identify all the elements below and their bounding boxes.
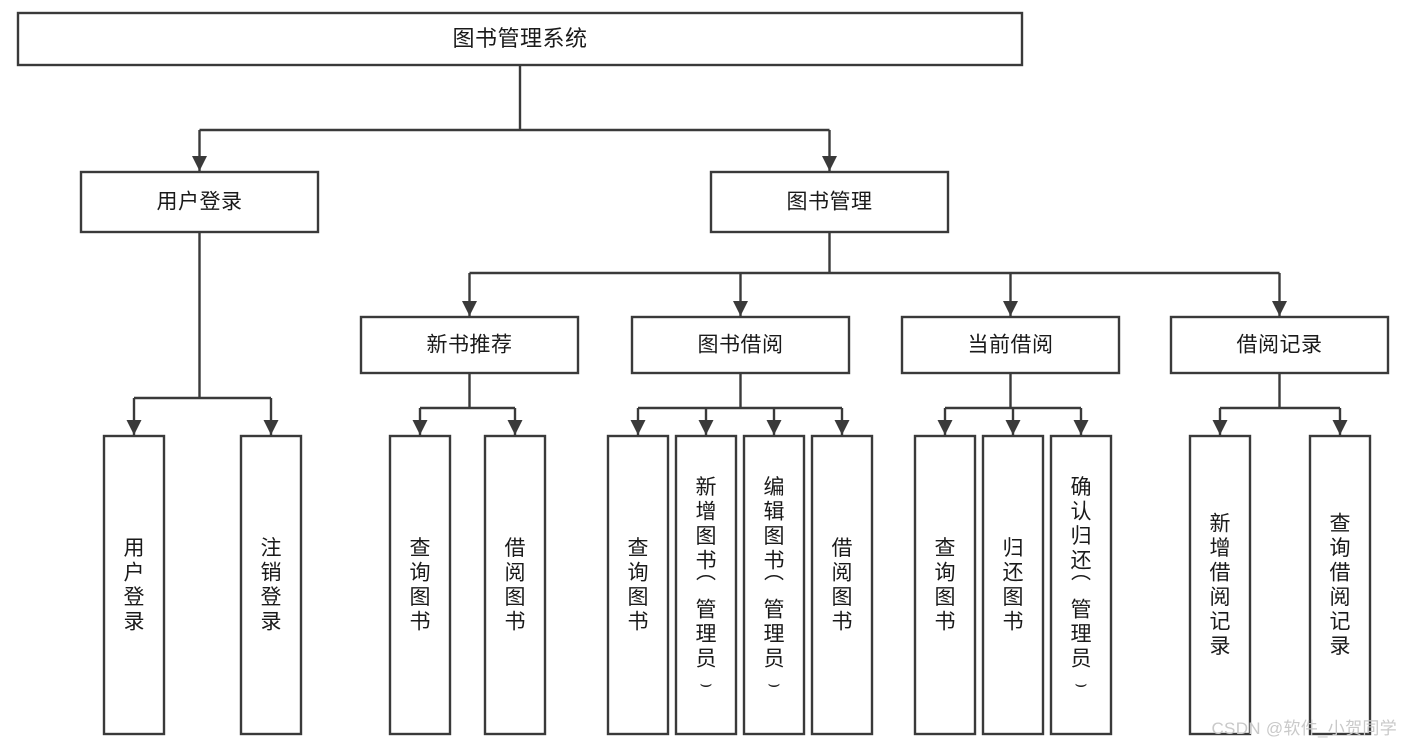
arrow-head-icon: [1212, 420, 1228, 435]
node-leaf-return-book[interactable]: 归还图书: [981, 434, 1045, 736]
arrow-head-icon: [1003, 301, 1018, 316]
node-book-manage[interactable]: 图书管理: [709, 170, 950, 234]
node-label-vertical: 查询图书: [935, 537, 956, 634]
arrow-head-icon: [412, 420, 428, 435]
node-new-book-rec[interactable]: 新书推荐: [359, 315, 580, 375]
node-layer: 图书管理系统用户登录图书管理新书推荐图书借阅当前借阅借阅记录用户登录注销登录查询…: [16, 11, 1390, 736]
watermark-label: CSDN @软件_小贺同学: [1211, 719, 1397, 738]
node-leaf-borrow-book-rec[interactable]: 借阅图书: [483, 434, 547, 736]
node-user-login[interactable]: 用户登录: [79, 170, 320, 234]
node-box: [674, 434, 738, 736]
arrow-head-icon: [1332, 420, 1348, 435]
node-box: [102, 434, 166, 736]
node-label-vertical: 归还图书: [1003, 537, 1024, 634]
node-leaf-edit-book[interactable]: 编辑图书⌒管理员⌣: [742, 434, 806, 736]
node-box: [483, 434, 547, 736]
node-box: [16, 11, 1024, 67]
arrow-head-icon: [733, 301, 748, 316]
node-label-vertical: 用户登录: [124, 537, 145, 634]
node-leaf-query-book[interactable]: 查询图书: [606, 434, 670, 736]
connector-layer: [126, 65, 1348, 435]
node-leaf-add-record[interactable]: 新增借阅记录: [1188, 434, 1252, 736]
node-leaf-confirm-return[interactable]: 确认归还⌒管理员⌣: [1049, 434, 1113, 736]
node-label-vertical: 查询图书: [410, 537, 431, 634]
node-box: [981, 434, 1045, 736]
node-label-vertical: 新增借阅记录: [1210, 513, 1231, 659]
node-box: [742, 434, 806, 736]
node-leaf-borrow-book[interactable]: 借阅图书: [810, 434, 874, 736]
node-label-vertical: 确认归还⌒管理员⌣: [1071, 476, 1092, 695]
node-leaf-user-login[interactable]: 用户登录: [102, 434, 166, 736]
node-box: [359, 315, 580, 375]
node-borrow-record[interactable]: 借阅记录: [1169, 315, 1390, 375]
node-box: [900, 315, 1121, 375]
node-label-vertical: 编辑图书⌒管理员⌣: [764, 476, 785, 695]
arrow-head-icon: [766, 420, 782, 435]
node-book-borrow[interactable]: 图书借阅: [630, 315, 851, 375]
node-root[interactable]: 图书管理系统: [16, 11, 1024, 67]
node-box: [709, 170, 950, 234]
node-label: 图书借阅: [698, 334, 784, 357]
node-label-vertical: 查询借阅记录: [1330, 513, 1351, 659]
node-label: 用户登录: [157, 191, 243, 214]
node-leaf-query-book-rec[interactable]: 查询图书: [388, 434, 452, 736]
node-box: [388, 434, 452, 736]
node-label-vertical: 注销登录: [261, 537, 282, 634]
arrow-head-icon: [507, 420, 523, 435]
node-label-vertical: 查询图书: [628, 537, 649, 634]
node-leaf-user-logout[interactable]: 注销登录: [239, 434, 303, 736]
node-label: 借阅记录: [1237, 334, 1323, 357]
arrow-head-icon: [1005, 420, 1021, 435]
arrow-head-icon: [263, 420, 279, 435]
arrow-head-icon: [822, 156, 837, 171]
arrow-head-icon: [630, 420, 646, 435]
node-box: [630, 315, 851, 375]
arrow-head-icon: [462, 301, 477, 316]
arrow-head-icon: [834, 420, 850, 435]
node-box: [810, 434, 874, 736]
node-label: 图书管理系统: [452, 26, 587, 51]
node-box: [1169, 315, 1390, 375]
arrow-head-icon: [698, 420, 714, 435]
node-current-borrow[interactable]: 当前借阅: [900, 315, 1121, 375]
node-label-vertical: 新增图书⌒管理员⌣: [696, 476, 717, 695]
node-label: 图书管理: [787, 191, 873, 214]
node-label-vertical: 借阅图书: [505, 537, 526, 634]
arrow-head-icon: [937, 420, 953, 435]
arrow-head-icon: [192, 156, 207, 171]
node-label: 新书推荐: [427, 334, 513, 357]
node-box: [606, 434, 670, 736]
node-box: [1308, 434, 1372, 736]
node-box: [79, 170, 320, 234]
node-label: 当前借阅: [968, 334, 1054, 357]
node-label-vertical: 借阅图书: [832, 537, 853, 634]
arrow-head-icon: [1073, 420, 1089, 435]
node-leaf-query-book-cur[interactable]: 查询图书: [913, 434, 977, 736]
node-box: [913, 434, 977, 736]
arrow-head-icon: [126, 420, 142, 435]
node-leaf-query-record[interactable]: 查询借阅记录: [1308, 434, 1372, 736]
arrow-head-icon: [1272, 301, 1287, 316]
node-leaf-add-book[interactable]: 新增图书⌒管理员⌣: [674, 434, 738, 736]
node-box: [239, 434, 303, 736]
node-box: [1049, 434, 1113, 736]
node-box: [1188, 434, 1252, 736]
